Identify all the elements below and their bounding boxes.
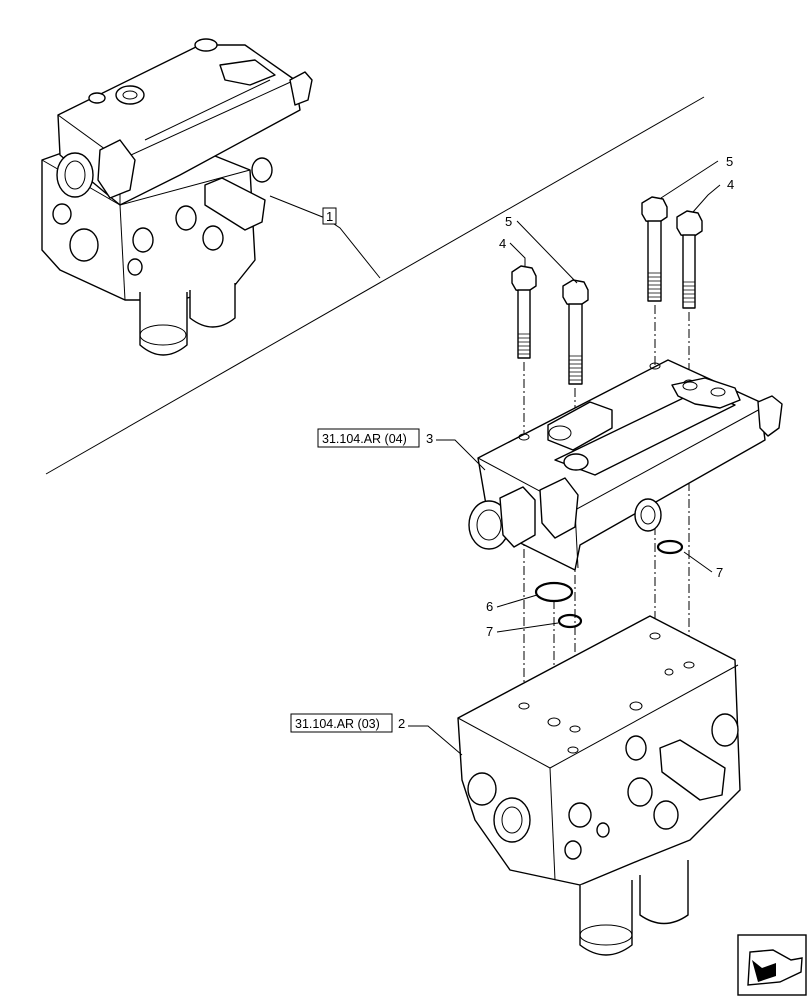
callout-5-right: 5 [726, 154, 733, 169]
bolt-4-right [676, 210, 703, 309]
bolt-4-right-leader [692, 184, 721, 213]
callout-2: 2 [398, 716, 405, 731]
ref-valve-3-label: 31.104.AR (04) [322, 432, 407, 446]
assembled-valve-view [41, 38, 313, 356]
callout-2-leader [408, 725, 463, 756]
bolt-5-right [641, 196, 668, 302]
callout-4-left: 4 [499, 236, 506, 251]
oring-6-leader [496, 594, 538, 608]
valve-block-3 [468, 359, 783, 571]
oring-6 [534, 581, 574, 603]
callout-4-right: 4 [727, 177, 734, 192]
oring-7-right-leader [683, 551, 713, 573]
oring-7-right [656, 539, 684, 555]
callout-7-right: 7 [716, 565, 723, 580]
bolt-4-left-leader [509, 242, 526, 266]
callout-6: 6 [486, 599, 493, 614]
oring-7-left-leader [496, 622, 559, 633]
ref-box-valve-2: 31.104.AR (03) [290, 713, 393, 733]
valve-block-2 [457, 615, 741, 956]
ref-box-valve-3: 31.104.AR (04) [317, 428, 420, 448]
callout-5-left: 5 [505, 214, 512, 229]
next-page-arrow-icon[interactable] [737, 934, 807, 996]
callout-1: 1 [322, 207, 337, 225]
callout-3-leader [436, 439, 486, 471]
ref-valve-2-label: 31.104.AR (03) [295, 717, 380, 731]
bolt-5-left [562, 279, 589, 385]
callout-3: 3 [426, 431, 433, 446]
section-divider [45, 96, 705, 475]
oring-7-left [557, 613, 583, 629]
bolt-5-right-leader [660, 160, 719, 199]
bolt-4-left [511, 265, 537, 359]
callout-7-left: 7 [486, 624, 493, 639]
bolt-5-left-leader [516, 220, 578, 284]
callout-1-label: 1 [326, 209, 333, 224]
